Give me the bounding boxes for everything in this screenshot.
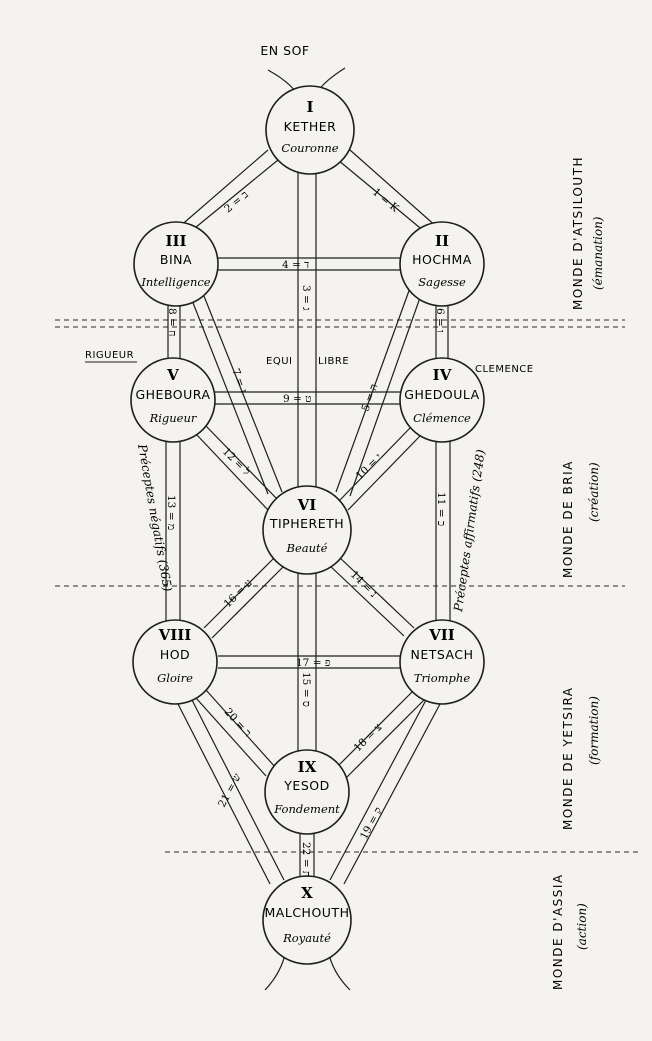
path-label-p3: 3 = ג xyxy=(300,285,312,311)
path-label-p16: 16 = ע xyxy=(222,577,255,610)
sephira-gheboura: V GHEBOURA Rigueur xyxy=(130,357,216,443)
path-line-p10 xyxy=(339,427,411,501)
path-label-p17: 17 = פ xyxy=(296,657,330,669)
world-assia-sub: (action) xyxy=(575,903,589,950)
sephira-subtitle: Triomphe xyxy=(414,671,470,685)
path-label-p12: 12 = ל xyxy=(220,446,252,478)
path-label-p18: 18 = צ xyxy=(352,721,385,754)
path-label-p7: 7 = ז xyxy=(229,367,249,395)
sephira-tiphereth: VI TIPHERETH Beauté xyxy=(262,485,352,575)
path-label-p19: 19 = ק xyxy=(358,805,385,841)
path-line-p16b xyxy=(211,563,287,639)
path-label-p11: 11 = כ xyxy=(435,492,447,526)
sephira-name: HOD xyxy=(160,647,190,662)
clemence-label: CLEMENCE xyxy=(475,364,534,375)
path-label-p20: 20 = ר xyxy=(222,706,254,739)
world-assia-title: MONDE D'ASSIA xyxy=(551,873,565,990)
path-label-p8: 8 = ח xyxy=(166,308,178,336)
path-line-p2b xyxy=(177,149,269,229)
sephira-subtitle: Beauté xyxy=(286,541,328,555)
equilibre-right-label: LIBRE xyxy=(318,356,349,367)
path-label-p13: 13 = מ xyxy=(165,495,177,530)
sephira-subtitle: Clémence xyxy=(413,411,471,425)
sephira-name: BINA xyxy=(160,252,192,267)
world-atsilouth-sub: (émanation) xyxy=(591,216,605,290)
sephira-name: NETSACH xyxy=(410,647,473,662)
sephira-name: HOCHMA xyxy=(412,252,472,267)
path-line-p12 xyxy=(205,425,279,501)
paths xyxy=(165,149,451,888)
path-line-p7b xyxy=(199,285,283,493)
path-line-p5b xyxy=(349,291,423,497)
path-line-p1 xyxy=(337,159,426,233)
world-bria-title: MONDE DE BRIA xyxy=(561,460,575,578)
sephira-bina: III BINA Intelligence xyxy=(133,221,219,307)
sephira-name: MALCHOUTH xyxy=(265,905,350,920)
path-label-p2: 2 = ב xyxy=(222,189,251,216)
path-line-p14 xyxy=(337,555,415,629)
sephira-kether: I KETHER Couronne xyxy=(265,85,355,175)
sephira-subtitle: Rigueur xyxy=(149,411,198,425)
equilibre-left-label: EQUI xyxy=(266,356,292,367)
en-sof-label: EN SOF xyxy=(260,43,309,58)
world-atsilouth-title: MONDE D'ATSILOUTH xyxy=(571,156,585,310)
sephira-number: IX xyxy=(298,758,317,776)
path-line-p18 xyxy=(335,689,415,769)
sephira-name: TIPHERETH xyxy=(269,516,344,531)
path-line-p1b xyxy=(349,149,439,229)
path-line-p5 xyxy=(335,287,411,493)
rigueur-label: RIGUEUR xyxy=(85,350,134,361)
path-line-p12b xyxy=(195,433,269,511)
sephira-name: KETHER xyxy=(284,119,337,134)
path-label-p22: 22 = ת xyxy=(300,842,312,877)
sephira-subtitle: Gloire xyxy=(157,671,193,685)
path-line-p19b xyxy=(343,703,441,885)
path-line-p18b xyxy=(345,697,427,779)
sephira-subtitle: Fondement xyxy=(273,802,340,816)
sephira-subtitle: Royauté xyxy=(282,931,331,945)
sephira-ghedoula: IV GHEDOULA Clémence xyxy=(399,357,485,443)
sephira-number: V xyxy=(166,366,179,384)
sephira-number: VII xyxy=(428,626,455,644)
path-label-p14: 14 = נ xyxy=(348,569,379,600)
sephira-name: GHEBOURA xyxy=(135,387,210,402)
sephira-number: I xyxy=(306,98,313,116)
world-yetsira-title: MONDE DE YETSIRA xyxy=(561,686,575,830)
path-line-p20b xyxy=(195,697,267,777)
path-label-p4: 4 = ד xyxy=(282,259,309,271)
sephira-number: VIII xyxy=(158,626,192,644)
sephira-number: II xyxy=(435,232,449,250)
sephira-yesod: IX YESOD Fondement xyxy=(264,749,350,835)
path-line-p2 xyxy=(189,159,279,233)
sephira-number: IV xyxy=(433,366,452,384)
sephira-netsach: VII NETSACH Triomphe xyxy=(399,619,485,705)
sephira-subtitle: Couronne xyxy=(281,141,338,155)
path-line-p20 xyxy=(205,689,277,769)
path-label-p21: 21 = ש xyxy=(216,771,244,809)
sephira-subtitle: Sagesse xyxy=(418,275,466,289)
preceptes-affirmatifs-label: Préceptes affirmatifs (248) xyxy=(451,448,488,613)
path-label-p5: 5 = ה xyxy=(360,382,381,413)
world-yetsira-sub: (formation) xyxy=(587,696,601,765)
sephira-subtitle: Intelligence xyxy=(140,275,210,289)
sephira-number: X xyxy=(301,884,313,902)
world-bria-sub: (création) xyxy=(587,462,601,522)
sephira-hod: VIII HOD Gloire xyxy=(132,619,218,705)
sephira-number: VI xyxy=(297,496,317,514)
path-line-p16 xyxy=(203,555,277,629)
sephira-number: III xyxy=(165,232,186,250)
sephira-name: GHEDOULA xyxy=(404,387,479,402)
sephira-malchouth: X MALCHOUTH Royauté xyxy=(262,875,352,965)
path-line-p21b xyxy=(177,703,271,885)
path-label-p6: 6 = ו xyxy=(434,308,446,333)
path-line-p10b xyxy=(347,435,421,511)
path-label-p9: 9 = ט xyxy=(283,393,312,405)
path-line-p14b xyxy=(327,563,405,637)
path-label-p15: 15 = ס xyxy=(300,672,312,707)
sephira-name: YESOD xyxy=(283,778,329,793)
sephira-hochma: II HOCHMA Sagesse xyxy=(399,221,485,307)
path-line-p21 xyxy=(191,699,285,881)
path-line-p19 xyxy=(329,699,427,881)
